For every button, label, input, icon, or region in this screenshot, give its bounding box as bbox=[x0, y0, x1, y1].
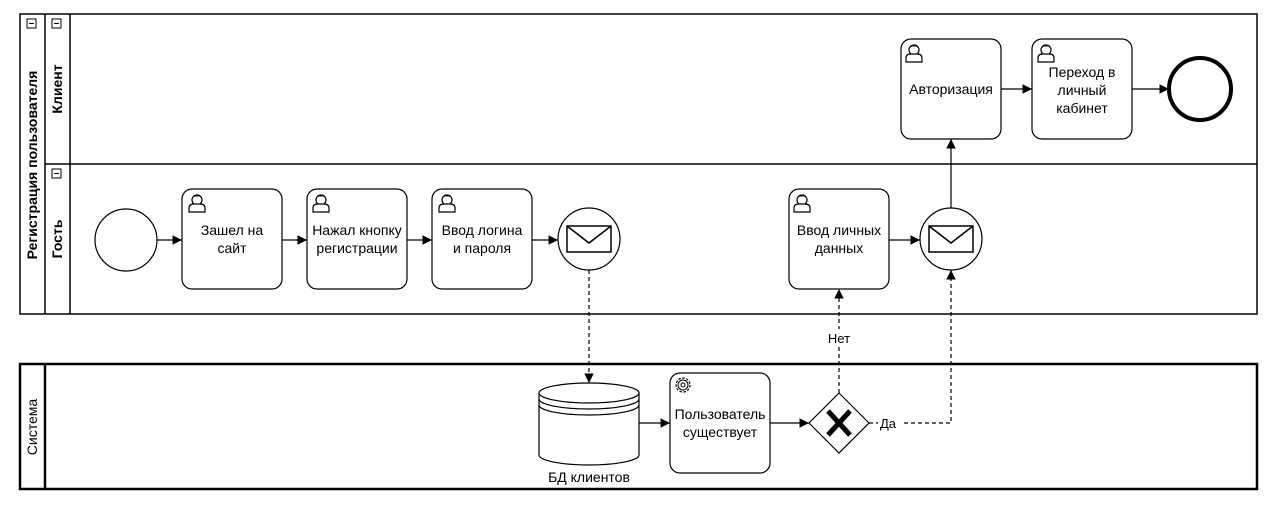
task-authorization[interactable]: Авторизация bbox=[900, 38, 1002, 140]
pool-system-title: Система bbox=[24, 399, 40, 456]
end-event[interactable] bbox=[1167, 56, 1233, 122]
task-label-line: личный bbox=[1058, 82, 1107, 98]
sequence-flows bbox=[157, 84, 1169, 428]
task-enter-login[interactable]: Ввод логина и пароля bbox=[431, 188, 533, 290]
lane-client-collapse-icon[interactable] bbox=[51, 18, 62, 29]
task-label-line: Пользователь bbox=[675, 406, 766, 422]
lane-client-title: Клиент bbox=[49, 64, 65, 113]
task-label-line: регистрации bbox=[316, 240, 397, 256]
task-label-line: сайт bbox=[217, 240, 247, 256]
envelope-icon bbox=[928, 225, 974, 253]
lane-guest-collapse-icon[interactable] bbox=[51, 168, 62, 179]
task-label-line: Ввод личных bbox=[797, 222, 881, 238]
task-enter-personal-data[interactable]: Ввод личных данных bbox=[788, 188, 890, 290]
start-event[interactable] bbox=[94, 208, 158, 272]
task-label-line: существует bbox=[683, 424, 758, 440]
task-label-line: Нажал кнопку bbox=[312, 222, 402, 238]
database-clients[interactable] bbox=[538, 382, 640, 466]
database-label: БД клиентов bbox=[548, 469, 630, 485]
task-label-line: Зашел на bbox=[201, 222, 264, 238]
pool-collapse-icon[interactable] bbox=[26, 18, 37, 29]
task-click-register[interactable]: Нажал кнопку регистрации bbox=[306, 188, 408, 290]
gateway-yes-label: Да bbox=[880, 416, 897, 431]
task-user-exists[interactable]: Пользователь существует bbox=[669, 372, 771, 474]
task-go-to-cabinet[interactable]: Переход в личный кабинет bbox=[1031, 38, 1133, 140]
message-event-1[interactable] bbox=[557, 207, 621, 271]
task-label-line: и пароля bbox=[453, 240, 511, 256]
gear-icon bbox=[675, 377, 691, 393]
exclusive-gateway[interactable] bbox=[808, 392, 870, 454]
task-label-line: Авторизация bbox=[909, 81, 993, 97]
envelope-icon bbox=[566, 225, 612, 253]
gateway-no-label: Нет bbox=[828, 331, 850, 346]
pool-title: Регистрация пользователя bbox=[24, 71, 40, 260]
task-label-line: кабинет bbox=[1056, 100, 1108, 116]
message-event-2[interactable] bbox=[919, 207, 983, 271]
task-label-line: Ввод логина bbox=[442, 222, 523, 238]
task-visit-site[interactable]: Зашел на сайт bbox=[181, 188, 283, 290]
task-label-line: данных bbox=[815, 240, 863, 256]
lane-guest-title: Гость bbox=[49, 219, 65, 258]
task-label-line: Переход в bbox=[1049, 64, 1116, 80]
